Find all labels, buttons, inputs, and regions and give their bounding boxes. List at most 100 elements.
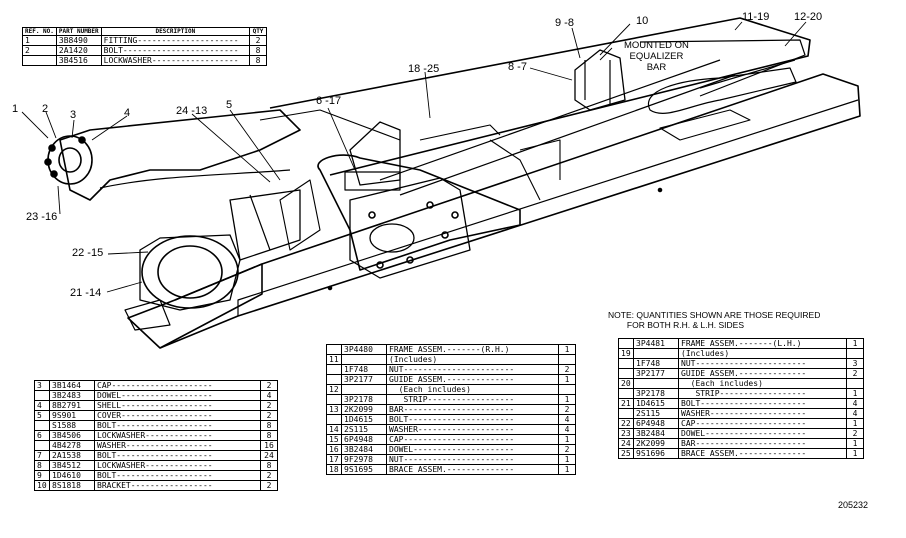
qty-cell: 24	[260, 450, 278, 461]
qty-cell: 4	[558, 424, 576, 435]
ref-cell: 19	[618, 348, 634, 359]
qty-cell: 16	[260, 440, 278, 451]
desc-cell: FRAME ASSEM.-------(R.H.)	[386, 344, 559, 355]
figure-reference-number: 205232	[838, 500, 869, 510]
desc-cell: SHELL-------------------	[94, 400, 261, 411]
desc-cell: NUT-----------------------	[678, 358, 847, 369]
part-cell: 8B2791	[49, 400, 95, 411]
desc-cell: (Each includes)	[678, 378, 847, 389]
qty-cell: 1	[558, 344, 576, 355]
callout-23-16: 23 -16	[26, 211, 58, 223]
quantities-note: NOTE: QUANTITIES SHOWN ARE THOSE REQUIRE…	[608, 310, 821, 330]
desc-cell: (Includes)	[678, 348, 847, 359]
header-ref-no: REF. NO.	[22, 27, 57, 36]
part-cell: 2S115	[633, 408, 679, 419]
part-cell: 3B4506	[49, 430, 95, 441]
callout-21-14: 21 -14	[70, 287, 102, 299]
qty-cell: 2	[260, 400, 278, 411]
desc-cell: COVER-------------------	[94, 410, 261, 421]
ref-cell: 20	[618, 378, 634, 389]
part-cell: 8S1818	[49, 480, 95, 491]
desc-cell: (Each includes)	[386, 384, 559, 395]
qty-cell: 4	[846, 398, 864, 409]
qty-cell: 8	[249, 45, 267, 56]
desc-cell: BOLT----------------------	[678, 398, 847, 409]
desc-cell: BOLT----------------------	[386, 414, 559, 425]
ref-cell: 13	[326, 404, 342, 415]
desc-cell: STRIP------------------	[678, 388, 847, 399]
table-row: 1 3B8490 FITTING--------------------- 2	[22, 35, 267, 46]
upper-frame-rail	[269, 17, 811, 176]
qty-cell	[558, 384, 576, 395]
callout-22-15: 22 -15	[72, 247, 104, 259]
qty-cell: 8	[260, 420, 278, 431]
callout-24-13: 24 -13	[176, 105, 208, 117]
ref-cell	[326, 394, 342, 405]
part-cell: 3P2178	[341, 394, 387, 405]
callout-6-17: 6 -17	[316, 95, 342, 107]
part-cell: 3B8490	[55, 35, 102, 46]
desc-cell: BAR-----------------------	[386, 404, 559, 415]
qty-cell: 2	[558, 364, 576, 375]
ref-cell	[34, 390, 50, 401]
ref-cell: 15	[326, 434, 342, 445]
qty-cell: 8	[260, 460, 278, 471]
ref-cell: 24	[618, 438, 634, 449]
part-cell: S1588	[49, 420, 95, 431]
qty-cell: 1	[846, 438, 864, 449]
table-row: 3P2178 STRIP------------------1	[326, 394, 576, 405]
part-cell: 1D4610	[49, 470, 95, 481]
table-row: 20 (Each includes)	[618, 378, 864, 389]
qty-cell: 2	[846, 428, 864, 439]
table-header-row: REF. NO. PART NUMBER DESCRIPTION QTY	[22, 27, 267, 36]
part-cell: 1F748	[633, 358, 679, 369]
desc-cell: BOLT--------------------	[94, 450, 261, 461]
ref-cell: 8	[34, 460, 50, 471]
callout-1: 1	[12, 103, 19, 115]
qty-cell: 2	[249, 35, 267, 46]
qty-cell: 2	[260, 480, 278, 491]
desc-cell: BRACE ASSEM.--------------	[678, 448, 847, 459]
ref-cell: 4	[34, 400, 50, 411]
part-cell: 3B1464	[49, 380, 95, 391]
table-row: 19 (Includes)	[618, 348, 864, 359]
part-cell: 3P4481	[633, 338, 679, 349]
ref-cell: 10	[34, 480, 50, 491]
part-cell: 3P2177	[633, 368, 679, 379]
ref-cell	[22, 55, 57, 66]
ref-cell: 1	[22, 35, 57, 46]
ref-cell	[618, 368, 634, 379]
part-cell: 9S1695	[341, 464, 387, 475]
part-cell: 3P2177	[341, 374, 387, 385]
parts-table-top: REF. NO. PART NUMBER DESCRIPTION QTY 1 3…	[22, 27, 267, 66]
part-cell: 2A1538	[49, 450, 95, 461]
ref-cell	[326, 414, 342, 425]
callout-5: 5	[226, 99, 233, 111]
part-cell: 9S901	[49, 410, 95, 421]
ref-cell: 9	[34, 470, 50, 481]
part-cell: 6P4948	[633, 418, 679, 429]
ref-cell	[326, 364, 342, 375]
qty-cell: 4	[846, 408, 864, 419]
callout-4: 4	[124, 107, 131, 119]
desc-cell: CAP---------------------	[94, 380, 261, 391]
part-cell: 3B2483	[49, 390, 95, 401]
header-description: DESCRIPTION	[100, 27, 251, 36]
